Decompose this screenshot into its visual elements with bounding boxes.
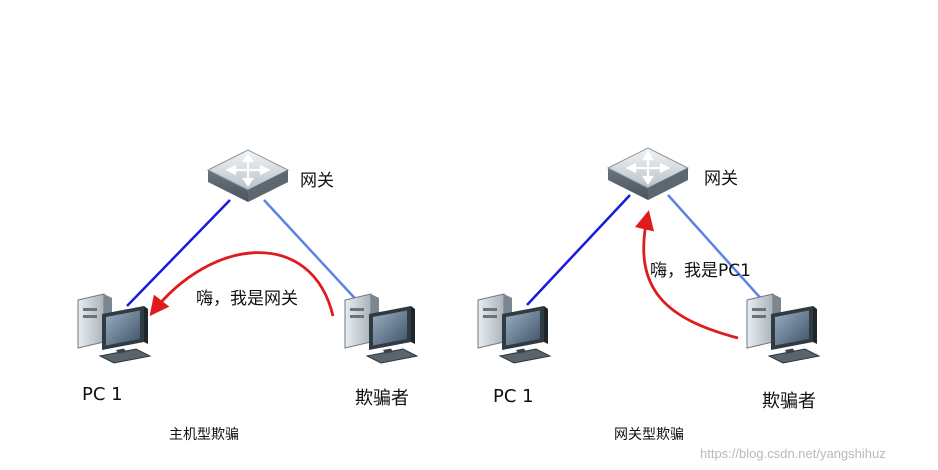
diagram-caption: 网关型欺骗 xyxy=(614,427,684,443)
attacker-label: 欺骗者 xyxy=(762,391,816,412)
desktop-computer-icon xyxy=(77,293,151,364)
spoof-arrow-to-pc1 xyxy=(149,251,335,317)
link-gateway-to-attacker xyxy=(263,199,363,307)
pc1-label: PC 1 xyxy=(493,386,534,407)
gateway-label: 网关 xyxy=(300,171,334,191)
router-icon xyxy=(606,146,690,202)
link-gateway-to-pc1 xyxy=(526,194,631,306)
watermark-url: https://blog.csdn.net/yangshihuz xyxy=(700,446,886,461)
spoof-message: 嗨，我是网关 xyxy=(196,289,298,309)
desktop-computer-icon xyxy=(344,293,418,364)
desktop-computer-icon xyxy=(477,293,551,364)
spoof-message: 嗨，我是PC1 xyxy=(650,261,751,281)
attacker-label: 欺骗者 xyxy=(355,388,409,409)
link-gateway-to-pc1 xyxy=(126,199,231,307)
pc1-label: PC 1 xyxy=(82,384,123,405)
desktop-computer-icon xyxy=(746,293,820,364)
link-gateway-to-attacker xyxy=(667,194,765,303)
diagram-caption: 主机型欺骗 xyxy=(169,427,239,443)
router-icon xyxy=(206,148,290,204)
gateway-label: 网关 xyxy=(704,169,738,189)
spoof-arrow-to-gateway xyxy=(634,210,739,340)
